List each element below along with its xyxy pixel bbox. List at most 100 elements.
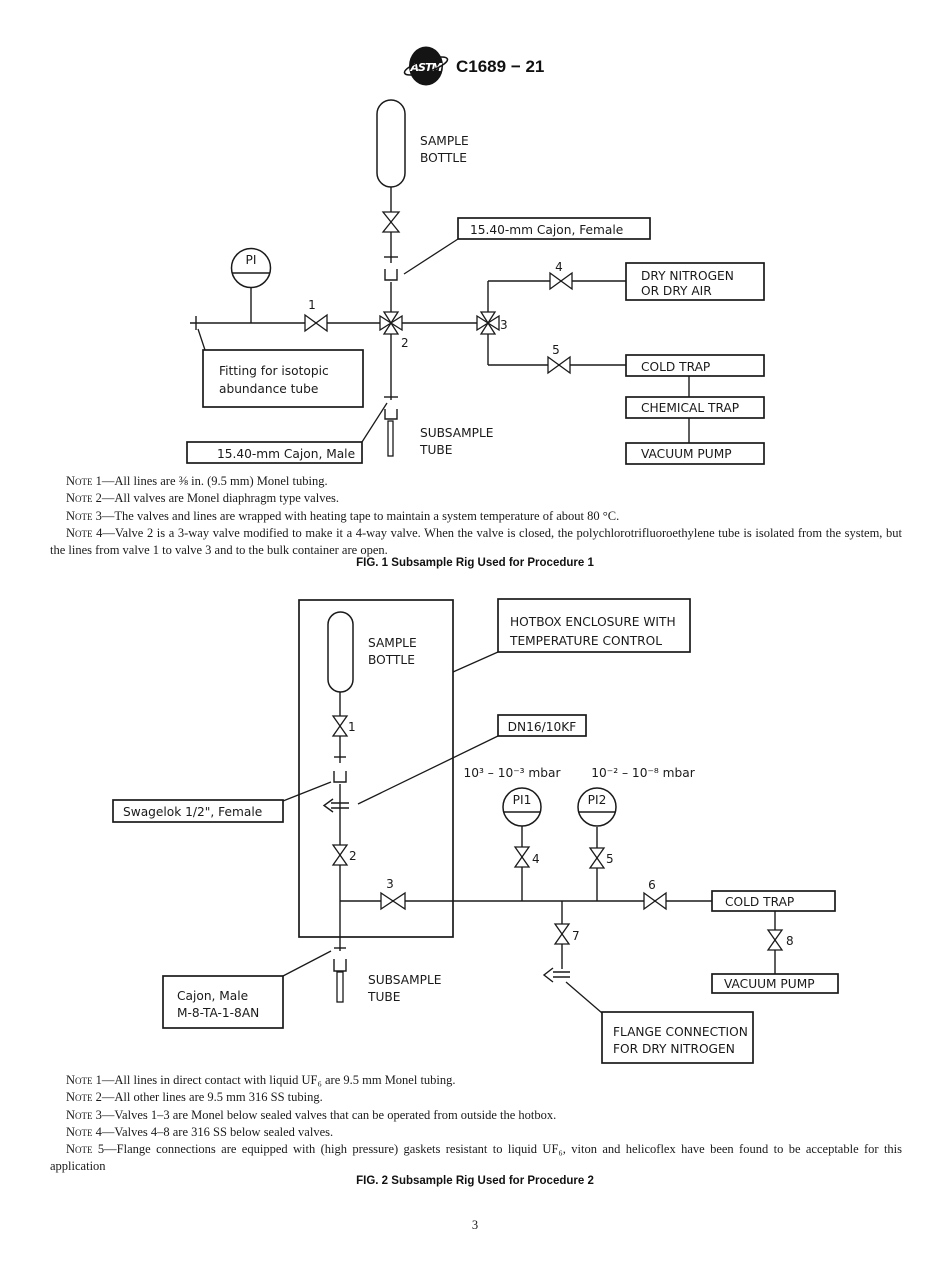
fig1-cold-trap-label: COLD TRAP	[641, 360, 710, 374]
fig2-valve-8-label: 8	[786, 934, 794, 948]
fig1-valve-1	[304, 313, 328, 333]
fig2-flange-label-1: FLANGE CONNECTION	[613, 1025, 748, 1039]
fig2-valve-4-label: 4	[532, 852, 540, 866]
note: Note 3—The valves and lines are wrapped …	[50, 508, 902, 525]
fig1-sample-bottle-label-1: SAMPLE	[420, 134, 469, 148]
note: Note 1—All lines are ⅜ in. (9.5 mm) Mone…	[50, 473, 902, 490]
fig2-hotbox-label-1: HOTBOX ENCLOSURE WITH	[510, 615, 676, 629]
fig2-caption: FIG. 2 Subsample Rig Used for Procedure …	[356, 1175, 594, 1187]
fig2-vacuum-pump-box	[711, 973, 839, 994]
note: Note 1—All lines in direct contact with …	[50, 1072, 902, 1089]
fig2-flange-label-2: FOR DRY NITROGEN	[613, 1042, 735, 1056]
fig1-fitting-label-1: Fitting for isotopic	[219, 364, 329, 378]
fig2-valve-4	[513, 846, 531, 868]
fig2-notes: Note 1—All lines in direct contact with …	[50, 1072, 902, 1176]
fig1-cajon-female-label: 15.40-mm Cajon, Female	[470, 223, 623, 237]
fig2-pi1-gauge	[502, 787, 542, 827]
fig1-diagram: SAMPLE BOTTLE 15.40-mm Cajon, Female PI …	[186, 99, 765, 465]
fig2-leaders	[282, 651, 603, 1014]
fig1-piping	[190, 187, 690, 443]
fig2-cold-trap-box	[711, 890, 836, 912]
note-body: 3—Valves 1–3 are Monel below sealed valv…	[95, 1107, 557, 1122]
fig2-hotbox-label-box	[497, 598, 691, 653]
note-body: 1—All lines in direct contact with liqui…	[95, 1073, 456, 1087]
fig1-sample-bottle	[376, 99, 406, 188]
fig2-subsample-label-1: SUBSAMPLE	[368, 973, 441, 987]
fig1-cajon-male-box	[186, 441, 363, 464]
note-body: 5—Flange connections are equipped with (…	[50, 1142, 903, 1174]
fig2-valve-1-label: 1	[348, 720, 356, 734]
fig1-fitting-label-2: abundance tube	[219, 382, 318, 396]
note: Note 4—Valve 2 is a 3-way valve modified…	[50, 525, 902, 560]
fig2-hotbox-enclosure	[298, 599, 454, 938]
fig2-valve-8	[766, 929, 784, 951]
fig2-subsample-tube	[333, 959, 347, 1003]
fig1-valve-3-label: 3	[500, 318, 508, 332]
note-body: 1—All lines are ⅜ in. (9.5 mm) Monel tub…	[95, 474, 328, 488]
note-label: Note	[66, 1073, 93, 1087]
fig2-subsample-label-2: TUBE	[367, 990, 400, 1004]
fig1-fitting-box	[202, 349, 364, 408]
fig2-valve-5	[588, 847, 606, 869]
note-body: 4—Valves 4–8 are 316 SS below sealed val…	[95, 1124, 334, 1139]
fig2-pi2-label: PI2	[588, 793, 607, 807]
fig1-valve-2	[379, 311, 403, 335]
note: Note 4—Valves 4–8 are 316 SS below seale…	[50, 1124, 902, 1141]
fig1-dry-nitrogen-box	[625, 262, 765, 301]
fig1-subsample-label-2: TUBE	[419, 443, 452, 457]
fig1-chemical-trap-label: CHEMICAL TRAP	[641, 401, 739, 415]
fig2-sample-bottle	[327, 611, 354, 693]
doc-designation: C1689 − 21	[456, 57, 545, 76]
fig1-valve-4	[549, 271, 573, 291]
fig1-subsample-tube	[384, 409, 398, 457]
fig2-flange-connection-box	[601, 1011, 754, 1064]
fig1-vacuum-pump-box	[625, 442, 765, 465]
note-body: 2—All other lines are 9.5 mm 316 SS tubi…	[95, 1090, 323, 1105]
fig2-cajon-male-box	[162, 975, 284, 1029]
note-label: Note	[66, 1107, 93, 1122]
fig1-caption: FIG. 1 Subsample Rig Used for Procedure …	[356, 557, 594, 569]
fig2-cold-trap-label: COLD TRAP	[725, 895, 794, 909]
fig2-valve-2	[331, 844, 349, 866]
note-label: Note	[66, 1124, 93, 1139]
fig2-sample-bottle-label-1: SAMPLE	[368, 636, 417, 650]
fig2-valve-2-label: 2	[349, 849, 357, 863]
fig1-valve-4-label: 4	[555, 260, 563, 274]
fig2-sample-bottle-label-2: BOTTLE	[368, 653, 415, 667]
note-label: Note	[66, 1142, 93, 1157]
fig2-swagelok-label: Swagelok 1/2", Female	[123, 805, 262, 819]
fig1-cajon-male-label: 15.40-mm Cajon, Male	[217, 447, 355, 461]
fig1-subsample-label-1: SUBSAMPLE	[420, 426, 493, 440]
fig2-pressure-range-1: 10³ – 10⁻³ mbar	[463, 766, 561, 780]
fig1-valve-2-label: 2	[401, 336, 409, 350]
svg-text:ASTM: ASTM	[410, 61, 443, 74]
fig1-vacuum-pump-label: VACUUM PUMP	[641, 447, 732, 461]
note-label: Note	[66, 1090, 93, 1105]
fig1-leaders	[197, 238, 459, 443]
fig2-valve-7	[553, 923, 571, 945]
fig2-pi1-label: PI1	[513, 793, 532, 807]
fig2-valve-7-label: 7	[572, 929, 580, 943]
fig1-valve-5-label: 5	[552, 343, 560, 357]
note-body: 2—All valves are Monel diaphragm type va…	[95, 491, 339, 506]
note: Note 2—All valves are Monel diaphragm ty…	[50, 490, 902, 507]
note: Note 3—Valves 1–3 are Monel below sealed…	[50, 1107, 902, 1124]
fig1-valve-3	[476, 311, 500, 335]
fig2-valve-1	[331, 715, 349, 737]
fig2-dn16-box	[497, 714, 587, 737]
fig2-valve-3	[380, 891, 406, 911]
note-label: Note	[66, 491, 93, 506]
fig2-pressure-range-2: 10⁻² – 10⁻⁸ mbar	[591, 766, 695, 780]
fig2-valve-6-label: 6	[648, 878, 656, 892]
fig2-cajon-male-label-1: Cajon, Male	[177, 989, 248, 1003]
fig2-swagelok-box	[112, 799, 284, 823]
fig2-hotbox-label-2: TEMPERATURE CONTROL	[509, 634, 662, 648]
note-body: 3—The valves and lines are wrapped with …	[95, 508, 620, 523]
fig2-pi2-gauge	[577, 787, 617, 827]
fig2-diagram: SAMPLE BOTTLE HOTBOX ENCLOSURE WITH TEMP…	[112, 598, 839, 1064]
fig2-valve-5-label: 5	[606, 852, 614, 866]
fig1-cold-trap-box	[625, 354, 765, 377]
astm-logo: ASTM	[403, 46, 449, 86]
